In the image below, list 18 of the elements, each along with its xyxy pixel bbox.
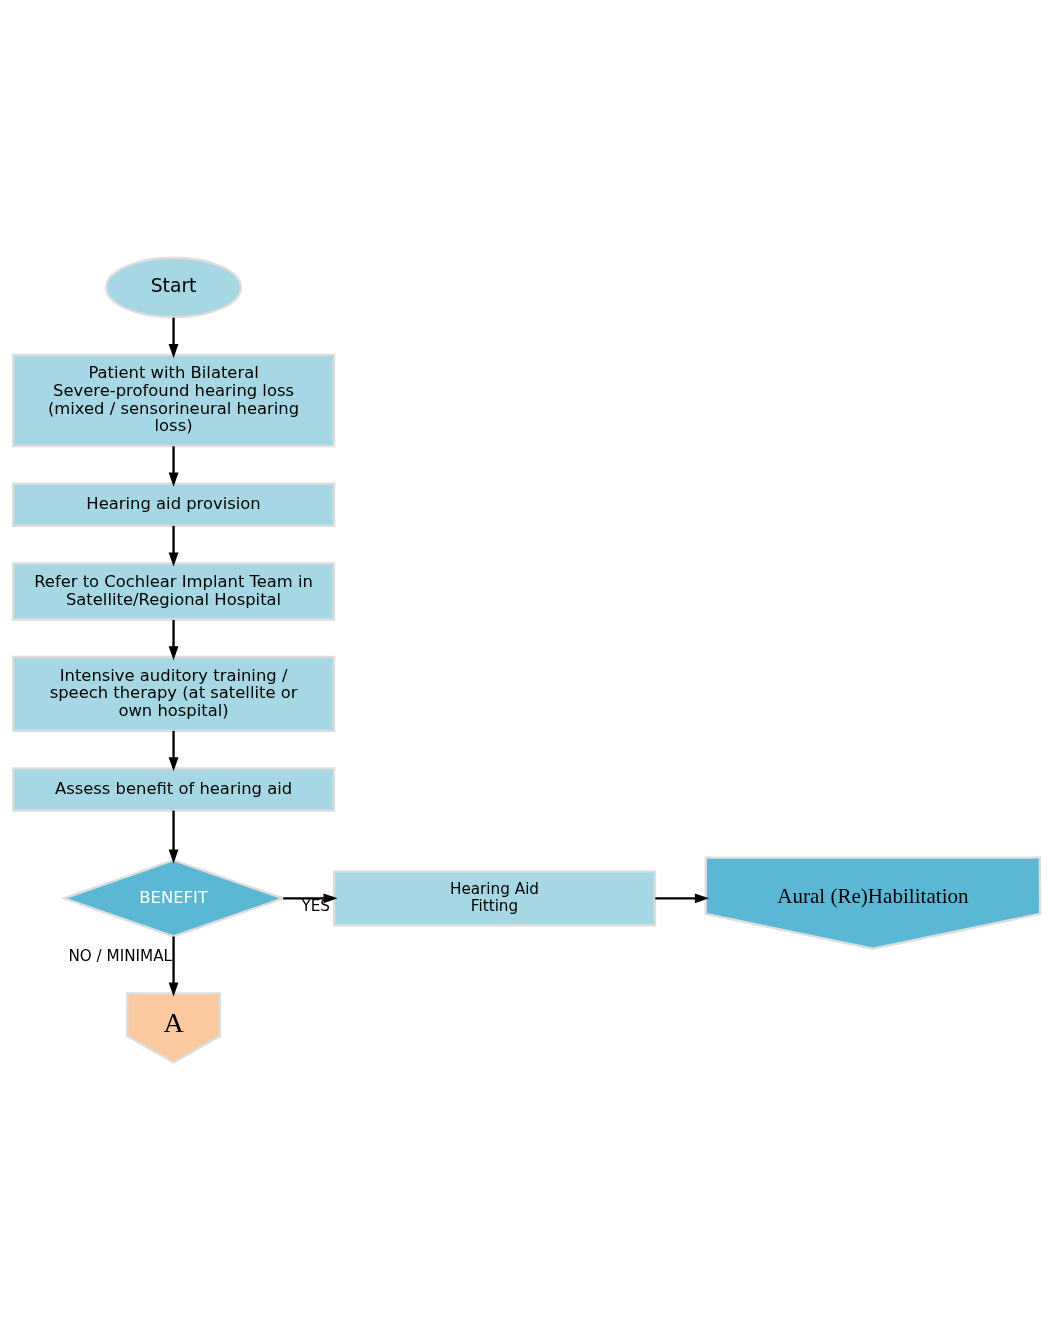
node-box: Hearing Aid Fitting xyxy=(332,869,657,926)
arrow xyxy=(655,892,709,903)
arrow xyxy=(168,936,179,997)
arrow xyxy=(283,892,338,903)
arrow xyxy=(168,810,179,863)
node-box: Hearing aid provision xyxy=(11,482,336,527)
arrow xyxy=(168,445,179,487)
edge-label: NO / MINIMAL xyxy=(68,946,173,965)
node-box: Intensive auditory training / speech therapy (at satellite or own hospital) xyxy=(11,655,336,732)
node-box: Patient with Bilateral Severe-profound hearing loss (mixed / sensorineural hearing loss) xyxy=(11,353,336,447)
arrow xyxy=(168,317,179,358)
arrow xyxy=(168,525,179,567)
node-box: Refer to Cochlear Implant Team in Satellite/Regional Hospital xyxy=(11,561,336,621)
arrow xyxy=(168,619,179,660)
node-ellipse: Start xyxy=(105,256,243,318)
node-box: Assess benefit of hearing aid xyxy=(11,766,336,812)
edge-label: YES xyxy=(301,896,330,914)
arrow xyxy=(168,730,179,771)
